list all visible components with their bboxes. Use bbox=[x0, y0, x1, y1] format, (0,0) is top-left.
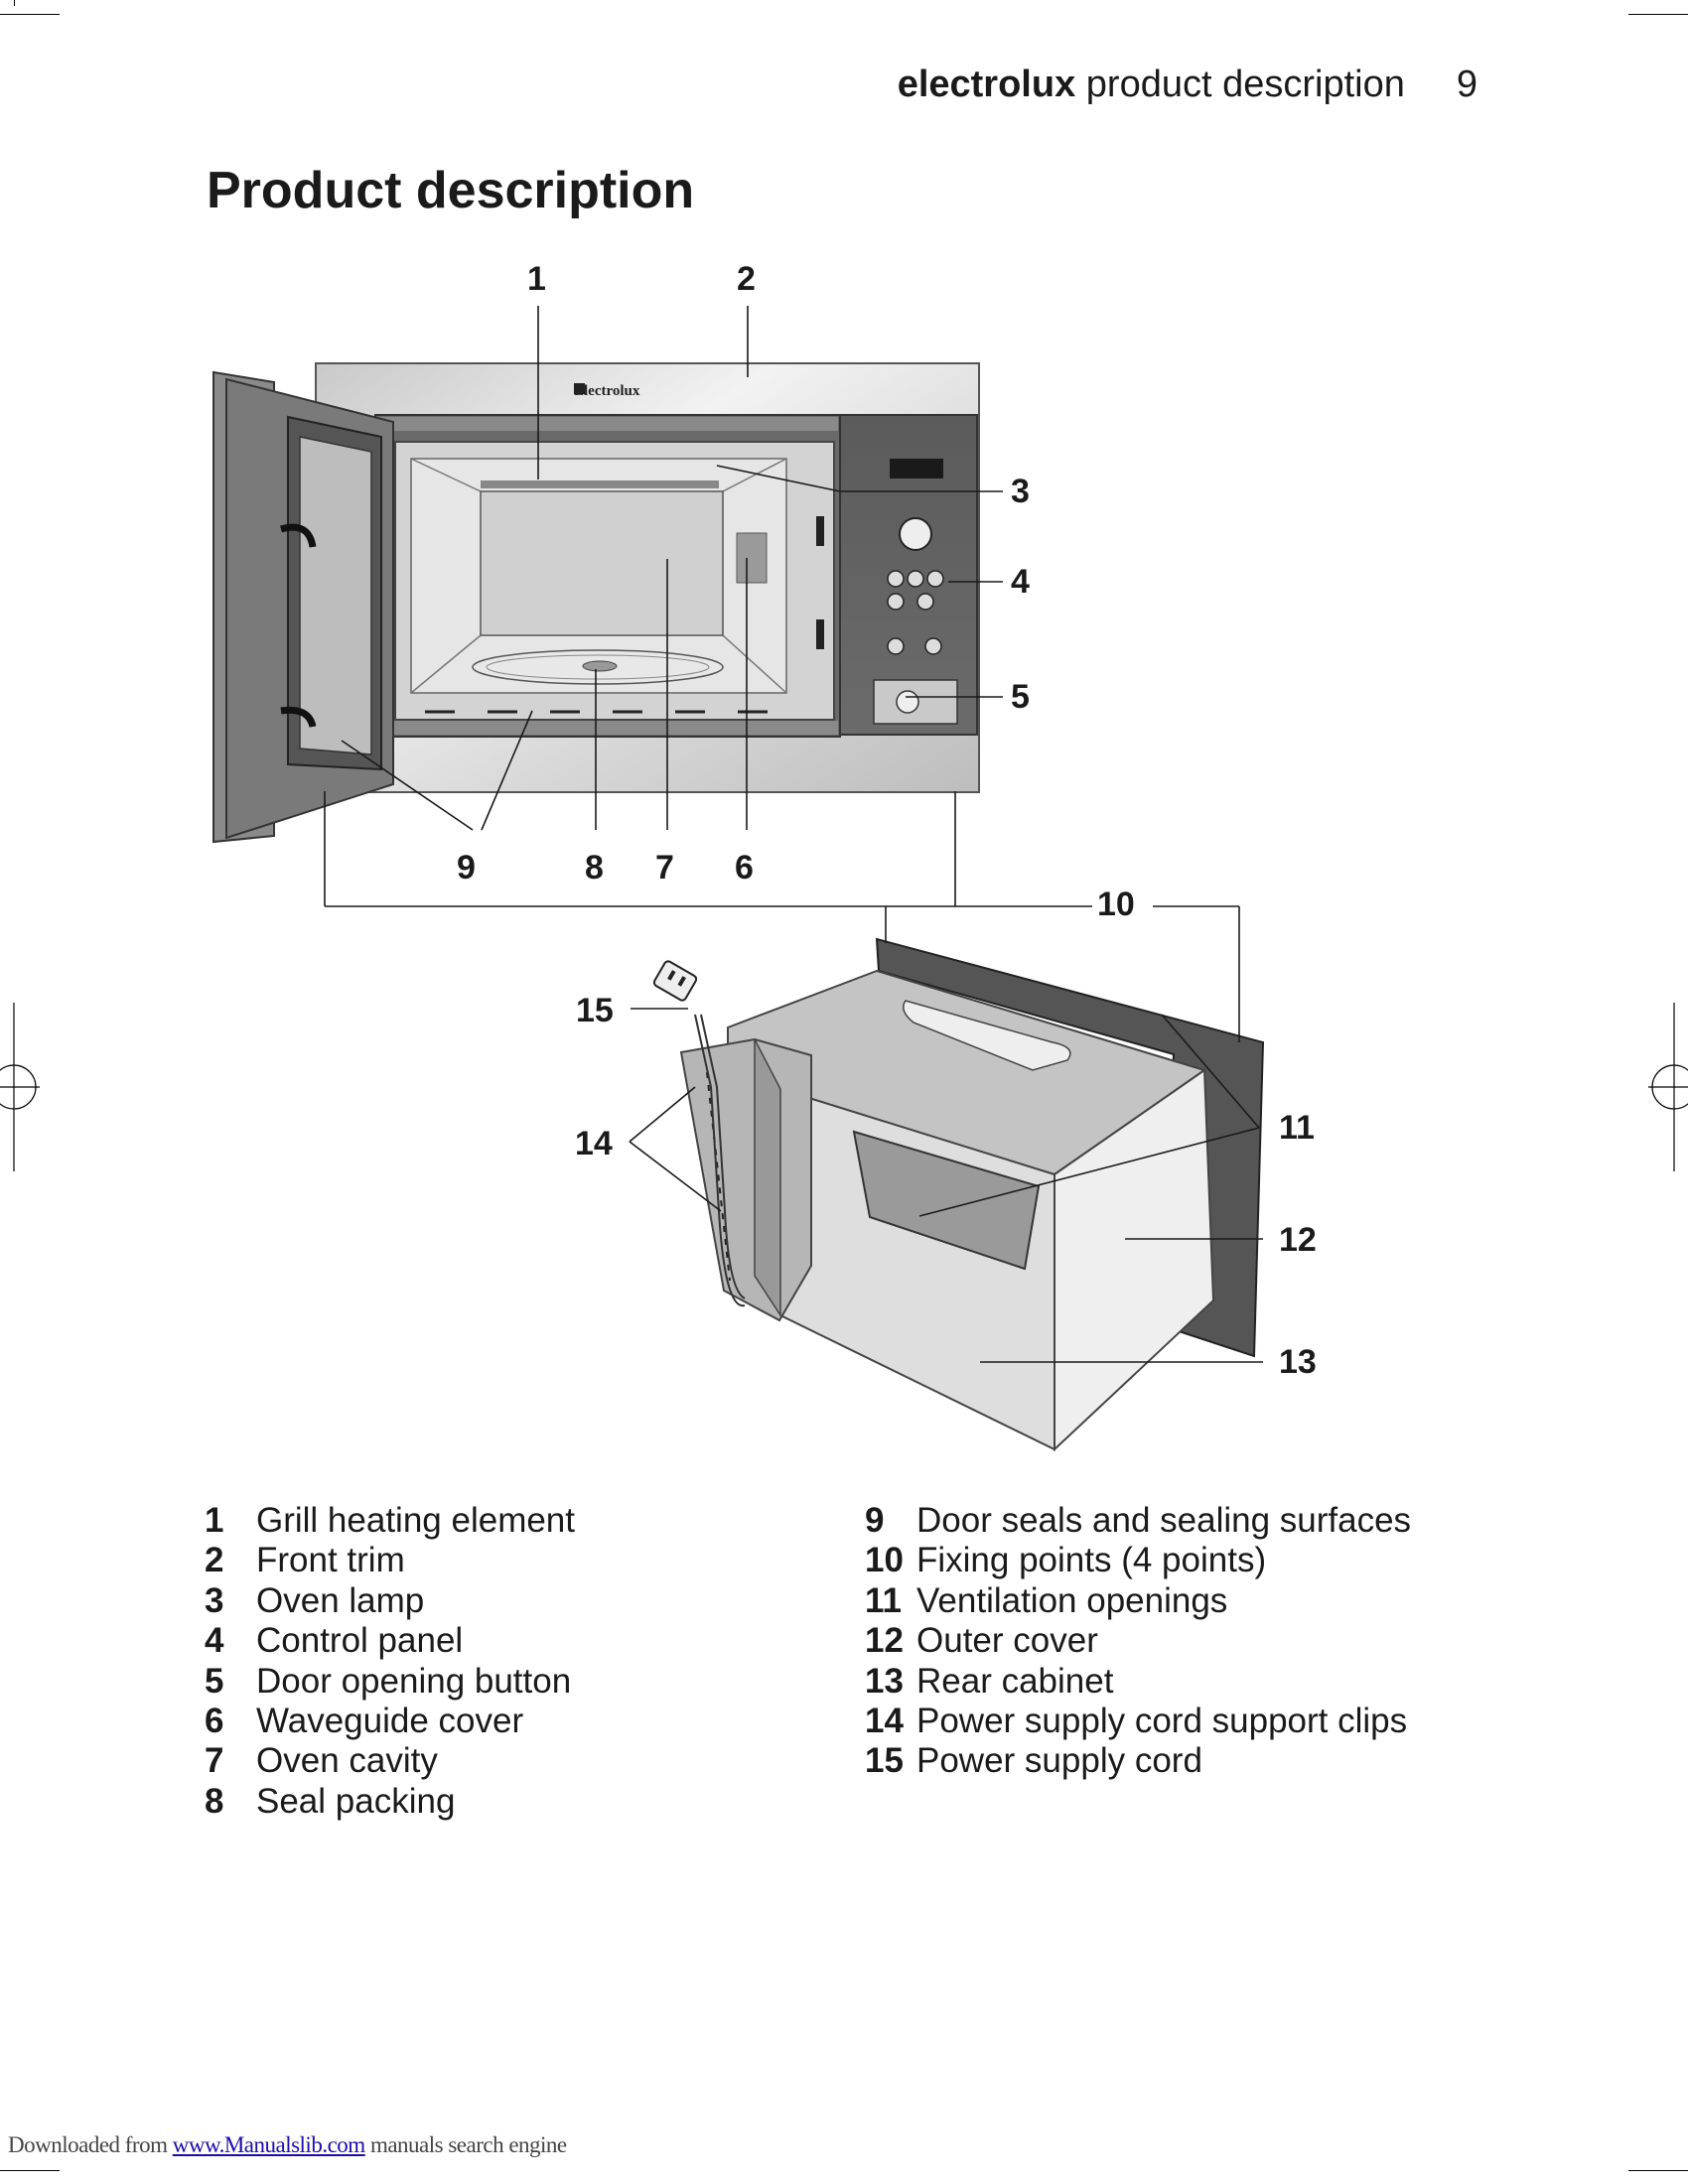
legend-label: Power supply cord support clips bbox=[916, 1702, 1408, 1741]
legend-number: 1 bbox=[205, 1501, 224, 1540]
legend-number: 8 bbox=[205, 1781, 224, 1821]
grill-element bbox=[481, 480, 719, 488]
legend-item: 6 Waveguide cover bbox=[205, 1702, 575, 1741]
legend-item: 10 Fixing points (4 points) bbox=[865, 1541, 1411, 1580]
legend-label: Outer cover bbox=[916, 1621, 1098, 1661]
legend-item: 15 Power supply cord bbox=[865, 1741, 1411, 1781]
legend-label: Fixing points (4 points) bbox=[916, 1541, 1267, 1580]
microwave-rear-view bbox=[652, 937, 1265, 1452]
legend-number: 5 bbox=[205, 1661, 224, 1701]
legend-label: Door opening button bbox=[256, 1661, 572, 1701]
legend-number: 4 bbox=[205, 1621, 224, 1661]
footer-prefix: Downloaded from bbox=[8, 2132, 173, 2157]
legend-label: Waveguide cover bbox=[256, 1702, 524, 1741]
legend-item: 2 Front trim bbox=[205, 1541, 575, 1580]
callout-12: 12 bbox=[1279, 1221, 1317, 1259]
legend-number: 12 bbox=[865, 1621, 904, 1661]
callout-14: 14 bbox=[575, 1125, 613, 1162]
callout-11: 11 bbox=[1279, 1109, 1315, 1147]
legend-item: 9 Door seals and sealing surfaces bbox=[865, 1501, 1411, 1541]
callout-10: 10 bbox=[1097, 886, 1135, 923]
legend-item: 5 Door opening button bbox=[205, 1662, 575, 1702]
callout-5: 5 bbox=[1011, 678, 1030, 716]
legend-number: 11 bbox=[865, 1580, 902, 1620]
callout-8: 8 bbox=[585, 849, 604, 887]
legend-label: Grill heating element bbox=[256, 1501, 575, 1540]
legend-label: Control panel bbox=[256, 1621, 464, 1661]
plug bbox=[652, 960, 698, 1002]
legend-number: 15 bbox=[865, 1741, 904, 1781]
microwave-front-view: Electrolux bbox=[212, 362, 980, 844]
control-knob bbox=[899, 517, 932, 551]
legend-number: 13 bbox=[865, 1661, 904, 1701]
callout-2: 2 bbox=[737, 260, 756, 298]
download-footer: Downloaded from www.Manualslib.com manua… bbox=[8, 2132, 567, 2158]
manualslib-link[interactable]: www.Manualslib.com bbox=[172, 2132, 365, 2157]
legend-item: 1 Grill heating element bbox=[205, 1501, 575, 1541]
page-number: 9 bbox=[1456, 64, 1477, 105]
power-cord bbox=[694, 1014, 746, 1307]
leader-lines bbox=[324, 306, 1263, 1363]
registration-mark-left bbox=[0, 1003, 40, 1171]
callout-7: 7 bbox=[655, 849, 674, 887]
registration-mark-right bbox=[1648, 1003, 1688, 1171]
legend-label: Front trim bbox=[256, 1541, 405, 1580]
legend-item: 8 Seal packing bbox=[205, 1782, 575, 1822]
legend-number: 14 bbox=[865, 1702, 904, 1741]
crop-mark-top-right bbox=[1628, 14, 1688, 15]
waveguide-cover bbox=[736, 532, 768, 584]
cord-clip-column bbox=[679, 1037, 812, 1322]
appliance-logo: Electrolux bbox=[574, 383, 640, 399]
legend-number: 9 bbox=[865, 1501, 885, 1540]
callout-4: 4 bbox=[1011, 563, 1030, 601]
legend-label: Rear cabinet bbox=[916, 1661, 1114, 1701]
crop-mark-top-left bbox=[0, 14, 60, 15]
legend-right-column: 9 Door seals and sealing surfaces 10 Fixin… bbox=[865, 1501, 1411, 1782]
crop-mark-bottom-right bbox=[1628, 2170, 1688, 2171]
legend-item: 13 Rear cabinet bbox=[865, 1662, 1411, 1702]
legend-label: Seal packing bbox=[256, 1781, 456, 1821]
callout-9: 9 bbox=[457, 849, 476, 887]
legend-label: Oven lamp bbox=[256, 1580, 425, 1620]
legend-item: 12 Outer cover bbox=[865, 1621, 1411, 1661]
legend-item: 7 Oven cavity bbox=[205, 1741, 575, 1781]
legend-label: Power supply cord bbox=[916, 1741, 1202, 1781]
legend-label: Ventilation openings bbox=[916, 1580, 1228, 1620]
running-header: electrolux product description 9 bbox=[898, 66, 1477, 103]
legend-label: Door seals and sealing surfaces bbox=[916, 1501, 1412, 1540]
header-section: product description bbox=[1075, 64, 1405, 105]
legend-number: 7 bbox=[205, 1741, 224, 1781]
legend-item: 3 Oven lamp bbox=[205, 1581, 575, 1621]
legend-item: 11 Ventilation openings bbox=[865, 1581, 1411, 1621]
vent-duct bbox=[852, 1130, 1041, 1271]
callout-1: 1 bbox=[527, 260, 546, 298]
callout-6: 6 bbox=[735, 849, 754, 887]
page-title: Product description bbox=[207, 162, 695, 219]
legend-number: 6 bbox=[205, 1702, 224, 1741]
legend-label: Oven cavity bbox=[256, 1741, 438, 1781]
callout-13: 13 bbox=[1279, 1343, 1317, 1381]
legend-number: 10 bbox=[865, 1541, 904, 1580]
crop-mark-top-left-v bbox=[14, 0, 15, 6]
crop-mark-bottom-left bbox=[0, 2170, 60, 2171]
callout-numbers: 1 2 3 4 5 6 7 8 9 10 11 12 13 14 15 bbox=[457, 260, 1317, 1381]
callout-3: 3 bbox=[1011, 473, 1030, 510]
legend-item: 4 Control panel bbox=[205, 1621, 575, 1661]
legend-number: 2 bbox=[205, 1541, 224, 1580]
legend-number: 3 bbox=[205, 1580, 224, 1620]
footer-suffix: manuals search engine bbox=[364, 2132, 567, 2157]
callout-15: 15 bbox=[576, 992, 614, 1029]
legend-item: 14 Power supply cord support clips bbox=[865, 1702, 1411, 1741]
header-brand: electrolux bbox=[897, 64, 1076, 105]
